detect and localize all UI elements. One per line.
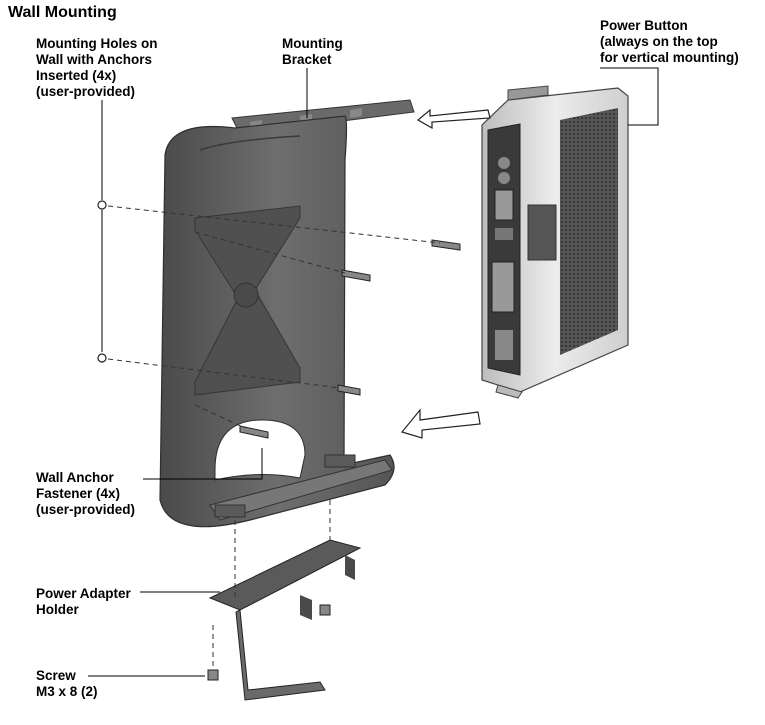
label-power-adapter-holder: Power Adapter Holder <box>36 586 131 617</box>
mounting-bracket <box>159 99 415 528</box>
label-screw: Screw M3 x 8 (2) <box>36 668 98 699</box>
thin-client-unit <box>481 85 629 399</box>
leader-lines <box>88 67 659 677</box>
wall-holes <box>97 200 107 363</box>
label-wall-anchor-fastener: Wall Anchor Fastener (4x) (user-provided… <box>36 470 136 517</box>
diagram-title: Wall Mounting <box>8 4 117 21</box>
guide-lines <box>107 205 441 668</box>
power-adapter-holder <box>208 539 362 701</box>
label-mounting-holes: Mounting Holes on Wall with Anchors Inse… <box>36 36 158 99</box>
label-power-button: Power Button (always on the top for vert… <box>600 18 739 65</box>
screws <box>207 239 461 681</box>
label-mounting-bracket: Mounting Bracket <box>282 36 343 67</box>
insert-arrows <box>400 108 491 439</box>
